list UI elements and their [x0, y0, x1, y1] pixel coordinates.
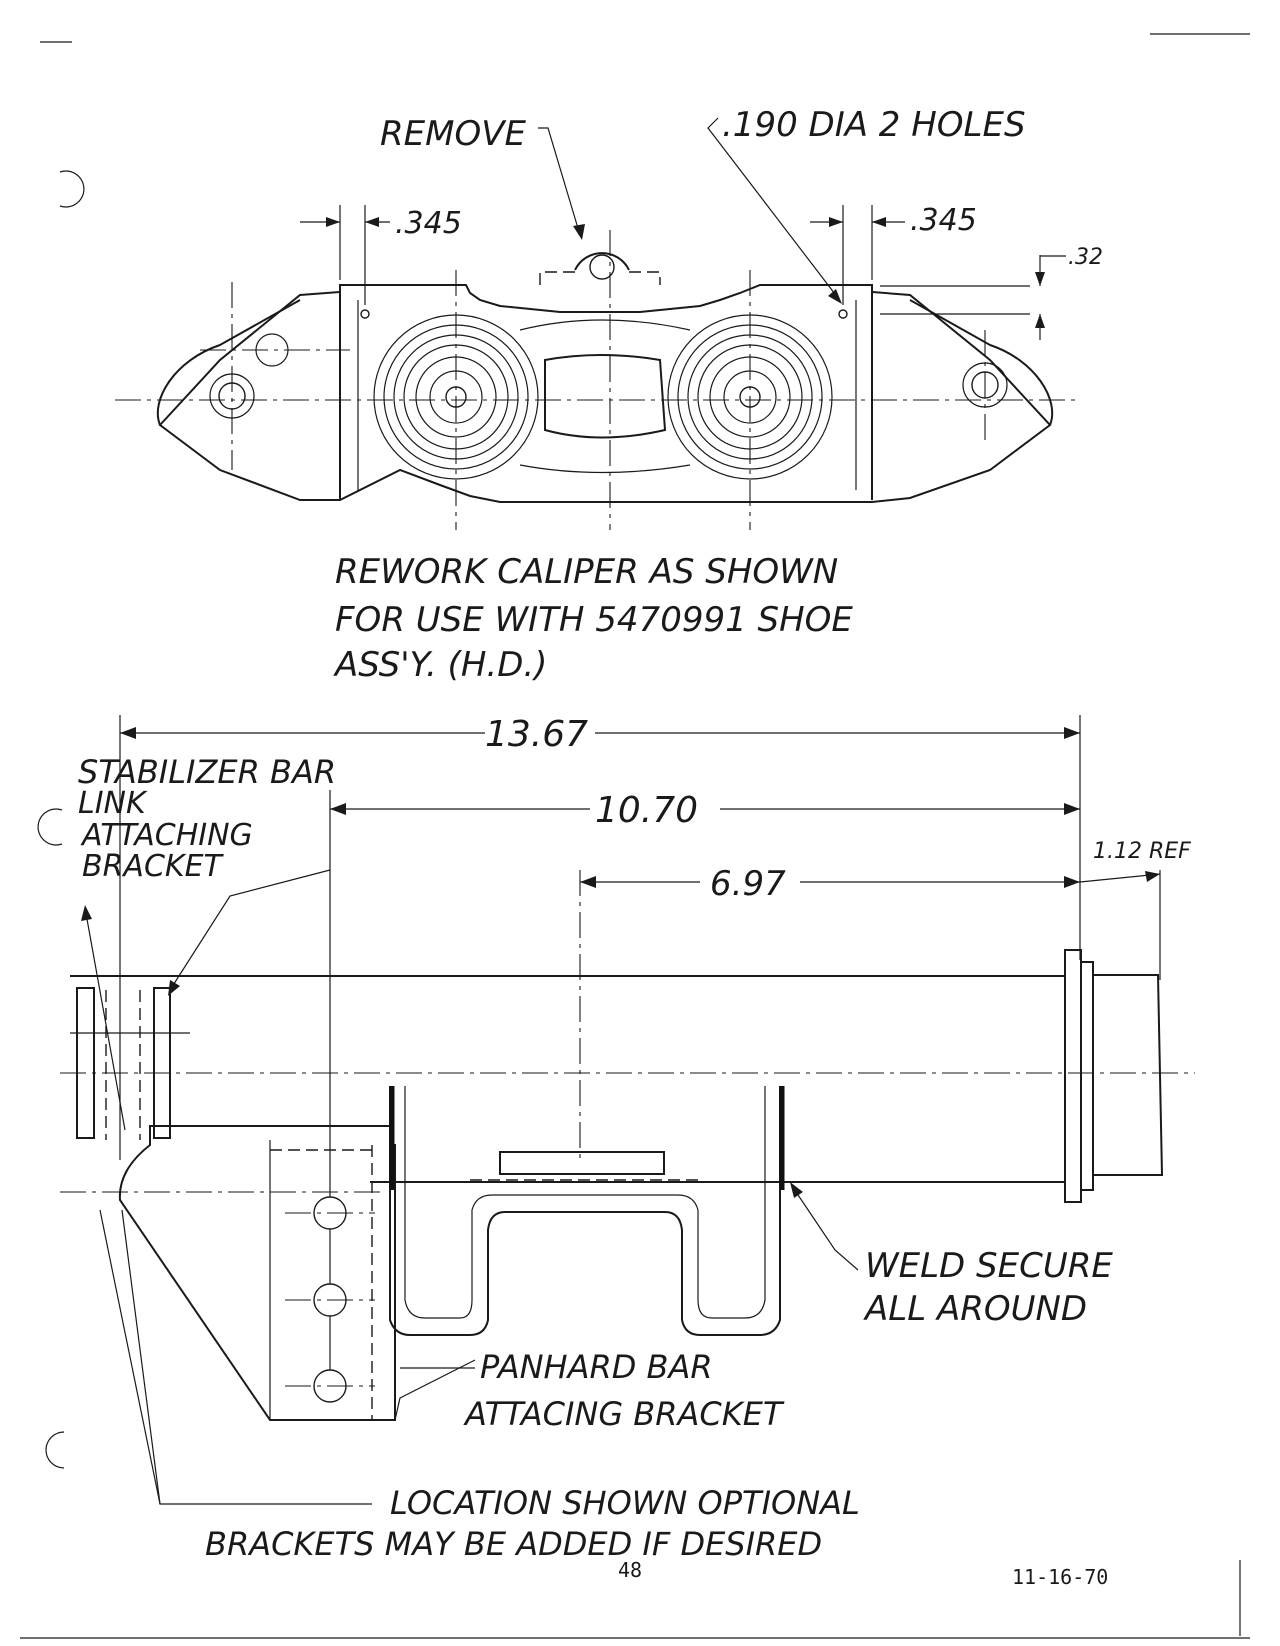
note-line-2: BRACKETS MAY BE ADDED IF DESIRED	[205, 1525, 822, 1563]
remove-leader	[538, 127, 581, 236]
dim-overall-label: 13.67	[485, 714, 588, 755]
dim-inner-label: 6.97	[710, 864, 786, 904]
note-leader	[121, 1209, 372, 1505]
stabilizer-label-2: LINK	[78, 786, 148, 821]
axle-side-view: 13.67 10.70 6.97 1.12 REF STABILIZER BAR…	[60, 714, 1195, 1563]
caption-line-1: REWORK CALIPER AS SHOWN	[335, 552, 838, 592]
holes-label: .190 DIA 2 HOLES	[722, 105, 1026, 145]
weld-leader	[791, 1185, 859, 1271]
panhard-leader	[394, 1359, 476, 1421]
caliper-outline	[158, 284, 1052, 503]
dimension-ref	[1079, 870, 1161, 980]
remove-label: REMOVE	[380, 114, 526, 154]
holes-leader	[707, 117, 839, 299]
left-mount-lug	[156, 299, 301, 426]
stabilizer-label-4: BRACKET	[82, 849, 225, 884]
dimension-inner	[579, 870, 1080, 1160]
note-leader-2	[99, 1209, 161, 1505]
mount-hole-left	[209, 333, 289, 419]
weld-label-2: ALL AROUND	[863, 1289, 1087, 1329]
spring-seat	[389, 1086, 785, 1336]
panhard-bracket	[118, 1125, 396, 1421]
caption-line-3: ASS'Y. (H.D.)	[333, 645, 547, 685]
punch-hole-bottom	[45, 1431, 65, 1469]
drawing-date: 11-16-70	[1012, 1565, 1108, 1589]
punch-hole-middle	[37, 808, 63, 846]
axle-tube	[60, 949, 1195, 1203]
punch-holes	[37, 170, 85, 1469]
dim-left-label: .345	[395, 206, 462, 241]
dimension-left	[300, 205, 390, 305]
dimension-right	[810, 205, 905, 305]
dia-hole-right	[838, 309, 848, 319]
sheet-border	[20, 33, 1250, 1639]
dia-hole-left	[360, 309, 370, 319]
dim-right-label: .345	[910, 203, 977, 238]
panhard-label-1: PANHARD BAR	[480, 1348, 713, 1386]
dim-ref-label: 1.12 REF	[1093, 839, 1191, 864]
panhard-label-2: ATTACING BRACKET	[463, 1395, 785, 1433]
stabilizer-bracket	[70, 987, 190, 1140]
right-mount-lug	[909, 299, 1054, 426]
dim-mid-label: 10.70	[595, 790, 698, 831]
caliper-bridge	[544, 354, 667, 439]
stabilizer-label-1: STABILIZER BAR	[78, 753, 336, 791]
caliper-top-view: REMOVE .190 DIA 2 HOLES .345 .345 .32 RE…	[115, 105, 1103, 685]
caption-line-2: FOR USE WITH 5470991 SHOE	[335, 600, 853, 640]
remove-tab	[574, 252, 630, 271]
weld-label-1: WELD SECURE	[865, 1246, 1113, 1286]
dimension-overall	[119, 715, 1081, 1160]
stabilizer-label-3: ATTACHING	[80, 818, 253, 853]
punch-hole-top	[59, 170, 85, 208]
note-line-1: LOCATION SHOWN OPTIONAL	[390, 1484, 860, 1522]
dimension-offset	[880, 255, 1066, 340]
stabilizer-leader-2	[84, 907, 126, 1131]
dim-offset-label: .32	[1068, 245, 1103, 270]
page-number: 48	[618, 1558, 642, 1582]
stabilizer-leader	[169, 869, 331, 991]
